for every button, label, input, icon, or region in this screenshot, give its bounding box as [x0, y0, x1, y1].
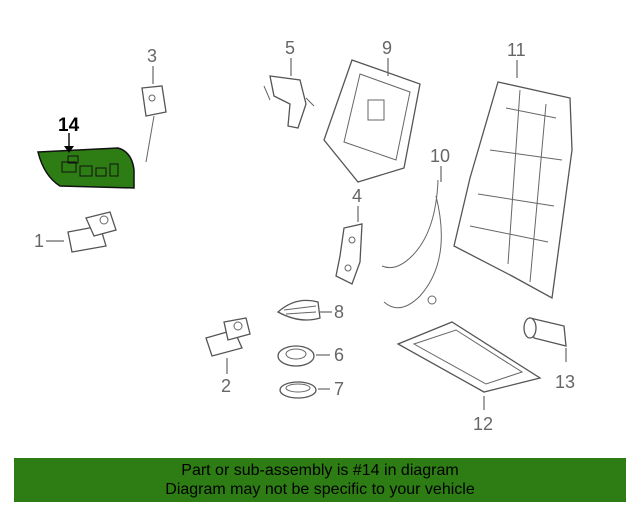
part-13-motor[interactable]	[523, 317, 567, 347]
callout-6-label: 6	[334, 345, 344, 365]
callout-14-label: 14	[58, 115, 80, 136]
callout-11-label: 11	[507, 40, 526, 60]
banner-line-2: Diagram may not be specific to your vehi…	[165, 481, 475, 498]
part-3-actuator[interactable]	[141, 85, 167, 163]
callout-4-label: 4	[352, 186, 362, 206]
callout-5-label: 5	[285, 38, 295, 58]
callout-9-label: 9	[382, 38, 392, 58]
part-9-frame[interactable]	[323, 59, 421, 183]
callout-14-arrowhead	[64, 146, 74, 153]
parts-diagram: 14 1 2 3 4 5 6	[34, 38, 575, 434]
part-5-bracket[interactable]	[263, 75, 315, 129]
callout-7-label: 7	[334, 379, 344, 399]
banner-line-1: Part or sub-assembly is #14 in diagram	[181, 462, 459, 479]
part-10-harness[interactable]	[381, 179, 442, 309]
part-1-motor[interactable]	[67, 211, 117, 253]
part-14-seat-switch[interactable]	[37, 147, 135, 189]
part-11-cushion[interactable]	[453, 81, 573, 300]
part-4-bracket[interactable]	[335, 223, 363, 285]
callout-8-label: 8	[334, 302, 344, 322]
part-2-motor[interactable]	[205, 317, 251, 357]
notice-banner: Part or sub-assembly is #14 in diagram D…	[14, 458, 626, 502]
callout-2-label: 2	[221, 376, 231, 396]
callout-3-label: 3	[147, 46, 157, 66]
callout-13-label: 13	[555, 372, 575, 392]
part-8-cover[interactable]	[276, 299, 321, 321]
part-12-pan[interactable]	[396, 321, 542, 393]
part-6-knob[interactable]	[277, 345, 315, 367]
part-7-ring[interactable]	[279, 381, 317, 399]
callout-1-label: 1	[34, 231, 44, 251]
callout-10-label: 10	[430, 146, 450, 166]
callout-12-label: 12	[473, 414, 493, 434]
